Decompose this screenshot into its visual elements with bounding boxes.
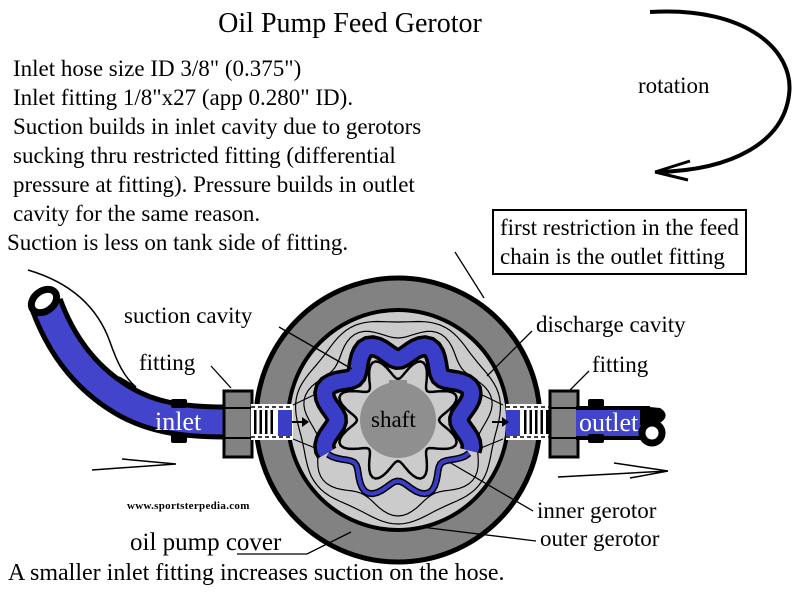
callout-box-leader <box>454 251 485 299</box>
leader-lines <box>210 251 590 555</box>
thread-bar <box>535 410 538 434</box>
inlet-port <box>251 404 293 440</box>
outlet-port-threads <box>524 410 549 434</box>
note-line: Suction is less on tank side of fitting. <box>7 230 349 255</box>
outer-gerotor-profile <box>303 330 493 517</box>
outlet-fitting-segments <box>550 407 578 439</box>
outlet-fitting-block <box>548 389 580 459</box>
inlet-hose-nub-top <box>171 399 187 408</box>
fluid-cavity <box>316 338 480 457</box>
oil-pump-cover-label: oil pump cover <box>130 529 282 556</box>
outer-gerotor-outline <box>295 320 501 525</box>
port-funnel-lines <box>292 391 504 451</box>
fluid-bottom <box>326 451 471 496</box>
note-line: Suction builds in inlet cavity due to ge… <box>13 114 422 139</box>
thread-bar <box>265 410 268 434</box>
rotation-label: rotation <box>638 73 710 98</box>
outlet-flow-arrow-head <box>502 417 509 427</box>
suction-cavity-leader <box>278 326 353 370</box>
hose-opening-ellipse <box>27 285 61 317</box>
inlet-fitting-segments <box>224 407 252 439</box>
suction-note-pointer-arc <box>27 269 137 388</box>
shaft-label: shaft <box>371 407 416 432</box>
rotation-arrow-arc <box>649 9 792 174</box>
thread-bar <box>270 410 273 434</box>
inlet-label: inlet <box>155 407 202 436</box>
inlet-hose-nub-bottom <box>171 434 187 443</box>
note-line: Inlet hose size ID 3/8" (0.375") <box>13 56 302 81</box>
thread-bar <box>524 410 527 434</box>
outlet-pipe-nub-top <box>588 399 604 408</box>
outlet-tip <box>640 406 666 425</box>
inner-gerotor-label: inner gerotor <box>537 498 657 523</box>
thread-bar <box>540 410 543 434</box>
outlet-label: outlet <box>579 408 639 437</box>
suction-cavity-label: suction cavity <box>124 303 253 328</box>
outlet-port-passage <box>506 410 520 436</box>
note-line: pressure at fitting). Pressure builds in… <box>13 172 415 197</box>
inlet-fitting-block <box>222 389 254 459</box>
fitting-left-leader <box>210 365 232 389</box>
fitting-left-label: fitting <box>139 350 196 375</box>
inlet-port-dashes <box>251 406 293 438</box>
outlet-port-dashes <box>506 406 550 438</box>
fitting-right-leader <box>567 370 590 393</box>
outer-gerotor-label: outer gerotor <box>540 526 660 551</box>
footer-note: A smaller inlet fitting increases suctio… <box>8 560 505 586</box>
inlet-direction-arrow <box>91 458 177 471</box>
outer-gerotor-leader <box>420 526 537 542</box>
oil-pump-cover-leader <box>237 531 352 555</box>
watermark: www.sportsterpedia.com <box>127 500 250 512</box>
hose-opening <box>27 285 61 317</box>
outlet-port <box>506 404 550 440</box>
thread-bar <box>546 410 549 434</box>
notes-block: Inlet hose size ID 3/8" (0.375") Inlet f… <box>7 54 422 257</box>
note-line: Inlet fitting 1/8"x27 (app 0.280" ID). <box>13 85 354 110</box>
note-line: sucking thru restricted fitting (differe… <box>13 143 396 168</box>
callout-box: first restriction in the feed chain is t… <box>492 209 747 275</box>
callout-line: chain is the outlet fitting <box>500 244 725 269</box>
inlet-port-threads <box>254 410 273 434</box>
thread-bar <box>259 410 262 434</box>
outlet-pipe-nub-bottom <box>588 434 604 443</box>
rotation-arrow-head <box>654 159 691 182</box>
outlet-pipe <box>576 410 650 436</box>
note-line: cavity for the same reason. <box>13 201 261 226</box>
discharge-cavity-leader <box>486 330 533 377</box>
outlet-direction-arrow <box>557 462 669 479</box>
inner-gerotor-leader <box>448 461 534 512</box>
page-title: Oil Pump Feed Gerotor <box>218 8 482 39</box>
discharge-cavity-label: discharge cavity <box>536 312 686 337</box>
thread-bar <box>529 410 532 434</box>
outlet-end-curl <box>638 419 666 447</box>
shaft-circle <box>360 382 436 458</box>
thread-bar <box>254 410 257 434</box>
callout-line: first restriction in the feed <box>500 215 739 240</box>
inlet-hose <box>34 299 227 435</box>
fitting-right-label: fitting <box>592 352 649 377</box>
inlet-flow-arrow-head <box>302 417 309 427</box>
inlet-port-passage <box>278 410 292 436</box>
